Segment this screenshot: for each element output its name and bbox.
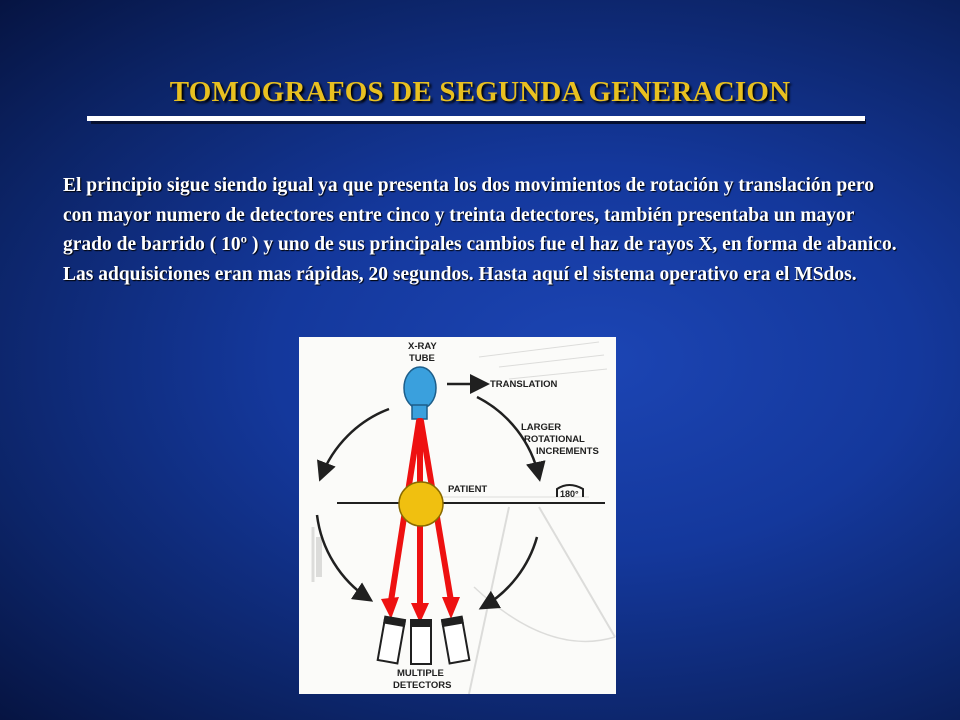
beam-right-arrowhead [442,597,460,619]
title-underline-shadow [91,119,866,124]
xray-tube-icon [403,366,437,420]
rotation-arrow-upper-right [476,395,546,482]
multiple-detectors-label-line2: DETECTORS [393,680,451,691]
larger-increments-label-line1: LARGER [521,422,561,433]
rotation-arrow-upper-left [317,407,390,482]
slide-title: TOMOGRAFOS DE SEGUNDA GENERACION [169,76,791,108]
detector-center [410,619,432,665]
beam-center-arrowhead [411,603,429,623]
multiple-detectors-label-line1: MULTIPLE [397,668,444,679]
rotation-arrow-lower-right [478,536,539,610]
diagram-svg: X-RAY TUBE TRANSLATION LARGER ROTATIONAL… [311,341,616,694]
larger-increments-label-line3: INCREMENTS [536,446,599,457]
detector-right [440,615,471,665]
body-paragraph: El principio sigue siendo igual ya que p… [63,175,897,285]
detector-left [376,615,407,665]
rotation-arrows [315,395,546,610]
xray-tube-label-line1: X-RAY [408,341,437,352]
title-underline [87,116,865,121]
detector-array [376,615,471,665]
rotation-arrow-lower-left [315,514,374,602]
translation-label: TRANSLATION [490,379,558,390]
patient-circle [398,481,444,527]
xray-tube-label-line2: TUBE [409,353,435,364]
patient-label: PATIENT [448,484,487,495]
rotation-degree-badge [556,484,584,497]
beam-left-arrowhead [381,597,399,619]
larger-increments-label-line2: ROTATIONAL [524,434,585,445]
ct-scanner-diagram: X-RAY TUBE TRANSLATION LARGER ROTATIONAL… [299,337,616,694]
rotation-degree-label: 180° [560,489,579,499]
